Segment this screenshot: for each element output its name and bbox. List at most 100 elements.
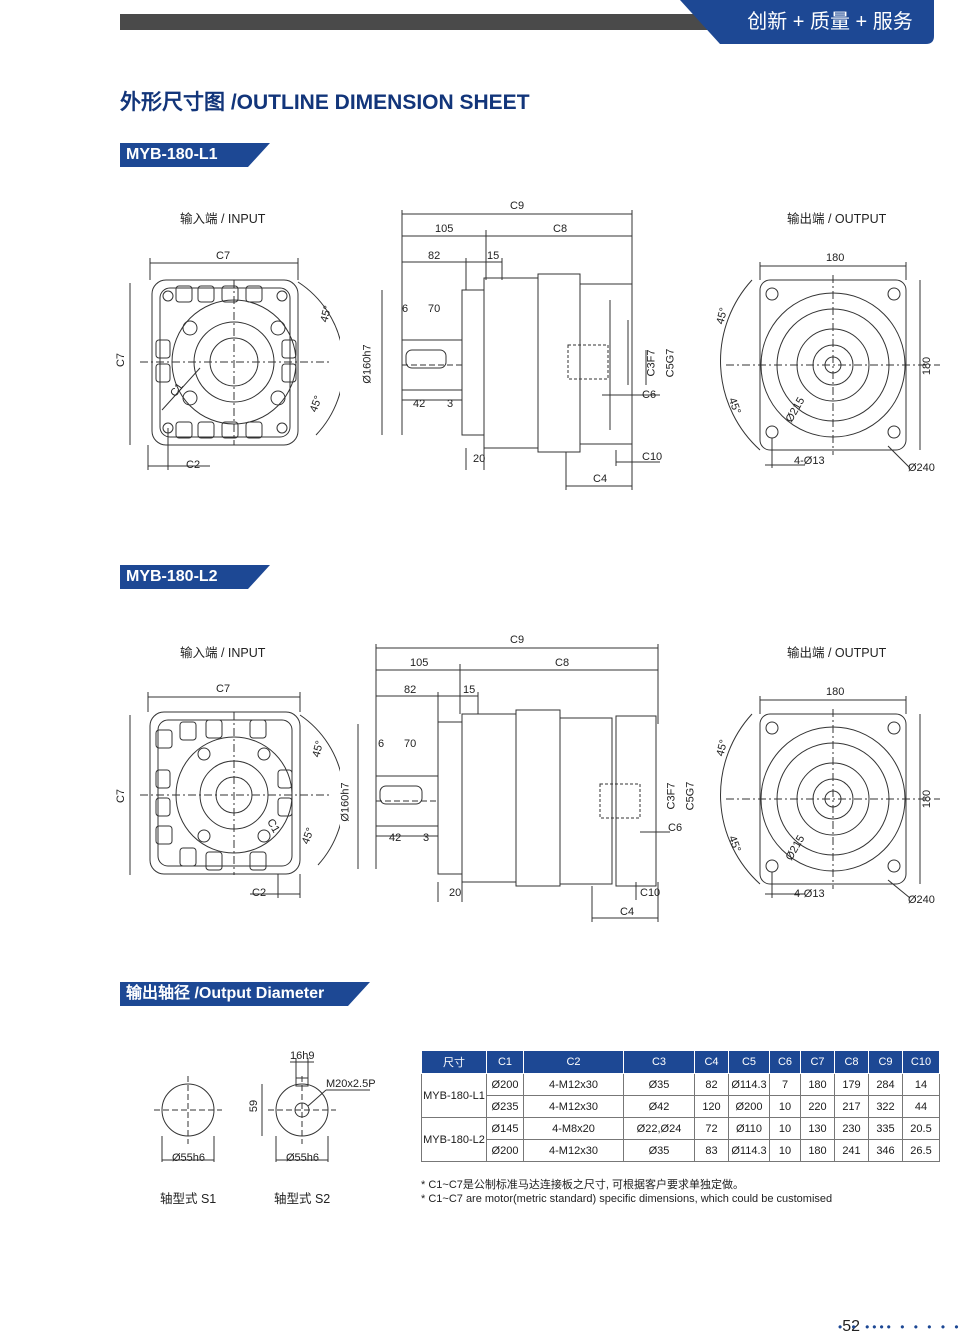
input-label-2: 输入端 / INPUT [180,646,266,660]
page-title: 外形尺寸图 /OUTLINE DIMENSION SHEET [120,91,530,114]
table-cell: 120 [694,1095,729,1118]
model-pill-2 [120,565,270,589]
table-cell: 346 [868,1139,903,1162]
table-cell: 10 [769,1139,801,1162]
dim-c2-1: C2 [186,459,201,471]
dim-6-2: 6 [378,738,385,750]
dim-20-1: 20 [473,453,486,465]
shaft-s2-key: 16h9 [290,1050,315,1062]
page-number: 52 [842,1318,860,1335]
note-chinese: * C1~C7是公制标准马达连接板之尺寸, 可根据客户要求单独定做。 [421,1179,744,1191]
dim-c4-1: C4 [593,473,608,485]
table-header: C6 [769,1050,801,1074]
table-cell: Ø22,Ø24 [623,1117,695,1140]
dim-holes-1: 4-Ø13 [794,455,825,467]
output-diameter-pill [120,982,370,1006]
dim-180-height-1: 180 [921,356,934,376]
table-cell: 284 [868,1073,903,1096]
dim-15-1: 15 [487,250,500,262]
dim-180-width-1: 180 [826,252,845,264]
table-header: C8 [834,1050,869,1074]
table-cell: 335 [868,1117,903,1140]
dim-15-2: 15 [463,684,476,696]
table-header: C7 [800,1050,835,1074]
dim-c3-1: C3F7 [645,349,658,377]
dim-105-2: 105 [410,657,429,669]
dim-c4-2: C4 [620,906,635,918]
dim-d160-1: Ø160h7 [361,344,374,384]
table-header: C2 [523,1050,624,1074]
dim-d240-2: Ø240 [908,894,935,906]
dim-c7-height-2: C7 [115,788,128,804]
output-view-drawing-1 [720,262,940,469]
dim-c6-2: C6 [668,822,683,834]
table-cell: 7 [769,1073,801,1096]
table-cell: 20.5 [902,1117,940,1140]
note-english: * C1~C7 are motor(metric standard) speci… [421,1193,833,1205]
shaft-drawings [154,1058,370,1162]
table-cell: 26.5 [902,1139,940,1162]
output-label-2: 输出端 / OUTPUT [787,646,887,660]
dim-c8-2: C8 [555,657,570,669]
table-cell: 179 [834,1073,869,1096]
page-dots-decoration: • • •••• • • • • • [838,1320,962,1334]
dim-c3-2: C3F7 [665,782,678,810]
dim-3-1: 3 [447,398,454,410]
shaft-s2-depth: 59 [248,1099,261,1113]
table-row: Ø200 4-M12x30 Ø35 83 Ø114.3 10 180 241 3… [422,1139,940,1162]
table-cell: 44 [902,1095,940,1118]
dim-82-1: 82 [428,250,441,262]
table-cell: 10 [769,1095,801,1118]
table-cell: Ø35 [623,1073,695,1096]
input-label-1: 输入端 / INPUT [180,212,266,226]
table-row: MYB-180-L2 Ø145 4-M8x20 Ø22,Ø24 72 Ø110 … [421,1117,940,1162]
table-cell: Ø200 [486,1139,524,1162]
dim-70-2: 70 [404,738,417,750]
dim-c7-width-1: C7 [216,250,231,262]
table-header: C5 [728,1050,770,1074]
table-cell: Ø114.3 [728,1139,770,1162]
table-cell: Ø235 [486,1095,524,1118]
table-cell: 72 [694,1117,729,1140]
dim-180-height-2: 180 [921,789,934,809]
dim-c9-2: C9 [510,634,525,646]
output-view-drawing-2 [720,696,940,899]
dim-holes-2: 4-Ø13 [794,888,825,900]
table-cell: 4-M12x30 [523,1095,624,1118]
table-cell: 230 [834,1117,869,1140]
table-cell: 14 [902,1073,940,1096]
dim-c6-1: C6 [642,389,657,401]
table-cell: 241 [834,1139,869,1162]
table-cell: Ø145 [486,1117,524,1140]
model-label-1: MYB-180-L1 [126,146,218,163]
dim-c2-2: C2 [252,887,267,899]
side-view-drawing-2 [357,644,670,922]
output-label-1: 输出端 / OUTPUT [787,212,887,226]
table-row: Ø235 4-M12x30 Ø42 120 Ø200 10 220 217 32… [422,1095,940,1118]
dim-20-2: 20 [449,887,462,899]
table-header: C10 [902,1050,940,1074]
dim-70-1: 70 [428,303,441,315]
table-model-cell: MYB-180-L2 [421,1117,487,1162]
table-cell: Ø114.3 [728,1073,770,1096]
dim-42-2: 42 [389,832,402,844]
table-cell: 4-M12x30 [523,1139,624,1162]
table-header: C4 [694,1050,729,1074]
table-cell: 82 [694,1073,729,1096]
table-cell: 217 [834,1095,869,1118]
input-view-drawing-2 [129,692,340,898]
dim-82-2: 82 [404,684,417,696]
dim-105-1: 105 [435,223,454,235]
model-label-2: MYB-180-L2 [126,568,218,585]
side-view-drawing-1 [381,210,660,490]
dim-c8-1: C8 [553,223,568,235]
table-cell: 130 [800,1117,835,1140]
table-cell: 180 [800,1073,835,1096]
dim-c7-width-2: C7 [216,683,231,695]
model-pill-1 [120,143,270,167]
dim-c7-height-1: C7 [115,352,128,368]
table-header: 尺寸 [421,1050,487,1074]
table-row: MYB-180-L1 Ø200 4-M12x30 Ø35 82 Ø114.3 7… [421,1073,940,1118]
input-view-drawing-1 [129,258,340,470]
table-header: C3 [623,1050,695,1074]
